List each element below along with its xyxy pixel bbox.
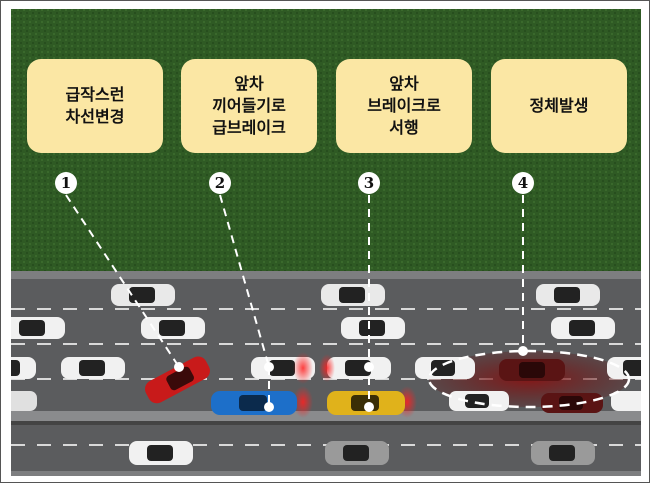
brake-light-glow [293,352,313,384]
road-illustration [11,9,641,476]
congested-cars [499,359,603,413]
step-2-number: 2 [209,172,231,194]
step-4-number: 4 [512,172,534,194]
step-1-number: 1 [55,172,77,194]
median [11,411,641,421]
step-2-label: 앞차 끼어들기로 급브레이크 [181,59,317,153]
step-4-label: 정체발생 [491,59,627,153]
traffic-scene: 급작스런 차선변경 앞차 끼어들기로 급브레이크 앞차 브레이크로 서행 정체발… [11,9,641,476]
blue-braking-car [211,391,297,415]
target-dots [174,346,528,412]
step-3-label: 앞차 브레이크로 서행 [336,59,472,153]
step-3-number: 3 [358,172,380,194]
congestion-outline [427,349,631,409]
leader-lines [65,194,524,407]
red-lane-changing-car [144,356,210,404]
step-1-label: 급작스런 차선변경 [27,59,163,153]
